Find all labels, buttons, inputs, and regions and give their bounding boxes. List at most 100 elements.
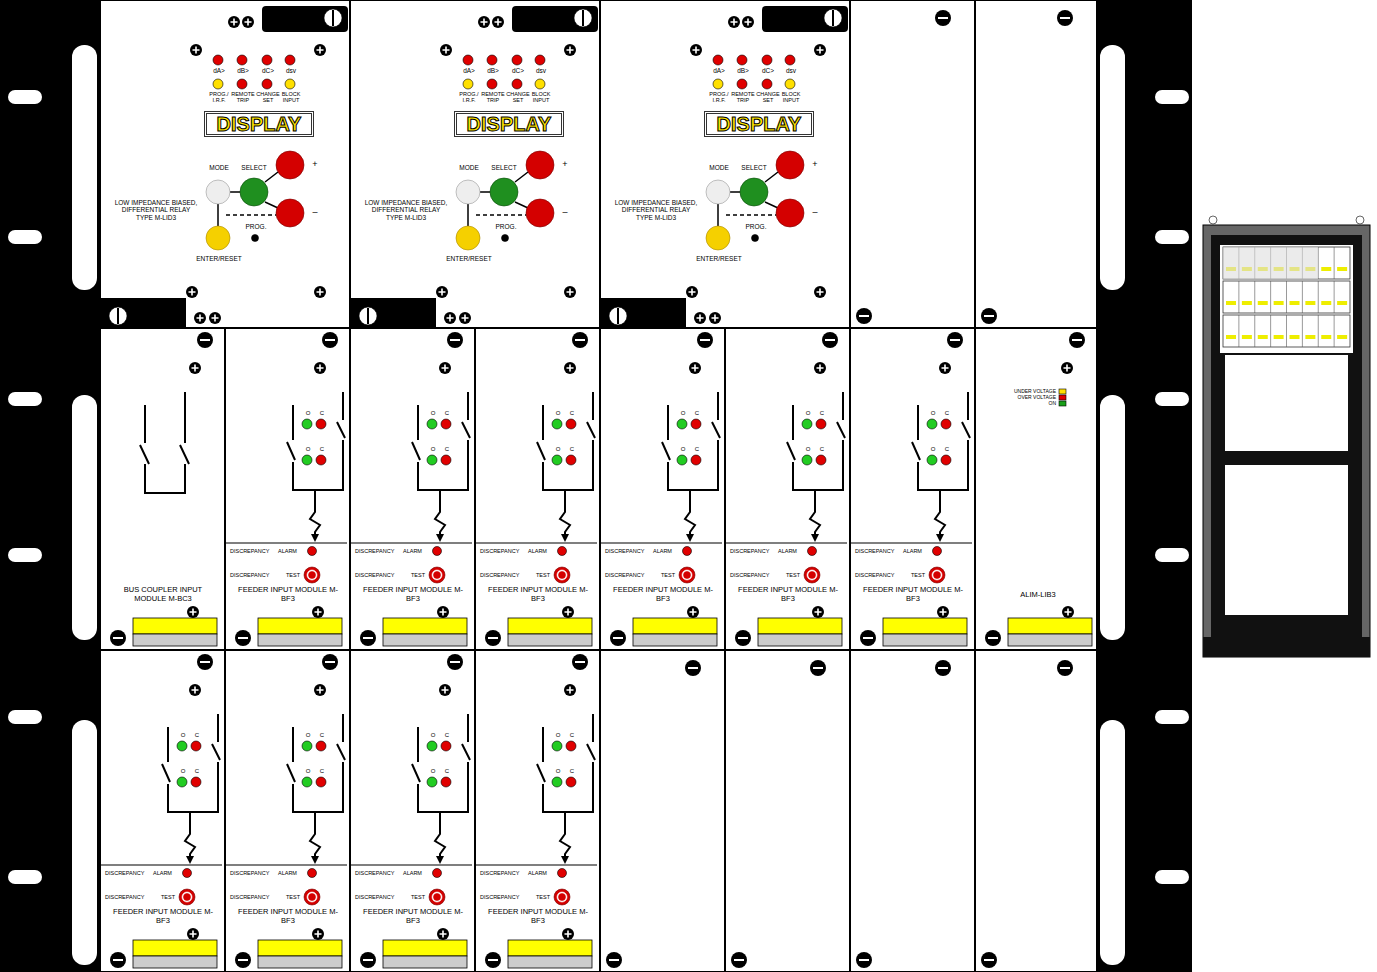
led-closed <box>566 741 576 751</box>
panel-label: TEST <box>161 894 181 900</box>
panel-outline <box>976 1 1097 328</box>
mode-button <box>206 180 230 204</box>
screw-slot <box>193 47 200 54</box>
screw-head <box>1057 10 1073 26</box>
minus-screw <box>856 308 872 324</box>
feeder-line <box>560 490 570 536</box>
led-open <box>427 455 437 465</box>
screw-head <box>187 606 199 618</box>
isolator-switch <box>537 714 595 812</box>
panel-label: O <box>178 732 188 739</box>
panel-label: DISCREPANCY <box>730 572 780 578</box>
panel-face <box>600 0 850 328</box>
left-rack-rail <box>0 0 100 972</box>
panel-label: DISCREPANCY <box>105 894 155 900</box>
panel-label: O <box>928 410 938 417</box>
plus-button <box>276 151 304 179</box>
panel-label: dB> <box>483 67 503 74</box>
arrow-head <box>311 856 319 864</box>
label-strip <box>258 634 342 646</box>
panel-label: DISCREPANCY <box>230 548 280 554</box>
panel-outline <box>851 651 975 972</box>
mini-label <box>1242 301 1252 305</box>
plus-screw <box>1062 606 1074 618</box>
minus-screw <box>485 630 501 646</box>
rail-slot <box>1100 45 1125 290</box>
led <box>262 79 272 89</box>
panel-label: ALARM <box>528 548 558 554</box>
arrow-head <box>561 856 569 864</box>
screw-slot <box>1060 667 1070 669</box>
screw-head <box>935 660 951 676</box>
led-closed <box>316 777 326 787</box>
mini-label <box>1290 301 1300 305</box>
arrow-head <box>561 534 569 542</box>
panel-label: C <box>317 446 327 453</box>
panel-face <box>725 328 850 650</box>
screw-slot <box>859 315 869 317</box>
screw-head <box>1069 332 1085 348</box>
minus-screw <box>197 332 213 348</box>
panel-outline <box>726 651 850 972</box>
module-panel: OCOCDISCREPANCYALARMDISCREPANCYTESTFEEDE… <box>225 650 350 972</box>
panel-label: UNDER VOLTAGE <box>996 389 1056 394</box>
minus-screw <box>1057 10 1073 26</box>
panel-label: C <box>817 410 827 417</box>
screw-head <box>314 44 326 56</box>
screw-head <box>110 952 126 968</box>
blank-area <box>1225 355 1348 451</box>
screw-slot <box>567 687 574 694</box>
screw-head <box>1062 606 1074 618</box>
minus-screw <box>935 10 951 26</box>
feeder-art <box>100 650 225 972</box>
panel-label: BLOCK INPUT <box>528 91 554 104</box>
test-button <box>304 567 320 583</box>
plus-screw <box>209 312 221 324</box>
panel-label: REMOTE TRIP <box>230 91 256 104</box>
panel-face <box>475 650 600 972</box>
panel-label: O <box>178 768 188 775</box>
test-button-core <box>434 572 441 579</box>
screw-slot <box>317 47 324 54</box>
panel-label: REMOTE TRIP <box>730 91 756 104</box>
screw-slot <box>192 687 199 694</box>
panel-label: O <box>553 732 563 739</box>
screw-slot <box>439 289 446 296</box>
handle-screw-slot <box>832 10 834 26</box>
screw-head <box>436 286 448 298</box>
led-closed <box>566 455 576 465</box>
screw-slot <box>190 931 197 938</box>
module-panel: OCOCDISCREPANCYALARMDISCREPANCYTESTFEEDE… <box>725 328 850 650</box>
screw-head <box>478 16 490 28</box>
screw-slot <box>613 637 623 639</box>
screw-slot <box>447 315 454 322</box>
screw-head <box>485 952 501 968</box>
panel-label: C <box>567 732 577 739</box>
minus-screw <box>822 332 838 348</box>
plus-screw <box>228 16 240 28</box>
panel-label: C <box>567 768 577 775</box>
screw-head <box>444 312 456 324</box>
led-open <box>802 419 812 429</box>
handle-screw <box>109 307 127 325</box>
panel-label: LOW IMPEDANCE BIASED, DIFFERENTIAL RELAY… <box>364 199 448 221</box>
screw-slot <box>495 19 502 26</box>
panel-label: dC> <box>508 67 528 74</box>
led-red <box>785 55 795 65</box>
alarm-led <box>308 547 317 556</box>
screw-slot <box>238 637 248 639</box>
led-open <box>427 419 437 429</box>
screw-slot <box>231 19 238 26</box>
screw-slot <box>488 637 498 639</box>
panel-label: + <box>560 159 570 169</box>
minus-screw <box>1069 332 1085 348</box>
led-red <box>285 55 295 65</box>
plus-screw <box>492 16 504 28</box>
led <box>737 79 747 89</box>
screw-slot <box>462 315 469 322</box>
screw-head <box>735 630 751 646</box>
rail-hole <box>1155 230 1189 244</box>
screw-slot <box>745 19 752 26</box>
alarm-led <box>433 869 442 878</box>
minus-screw <box>981 308 997 324</box>
